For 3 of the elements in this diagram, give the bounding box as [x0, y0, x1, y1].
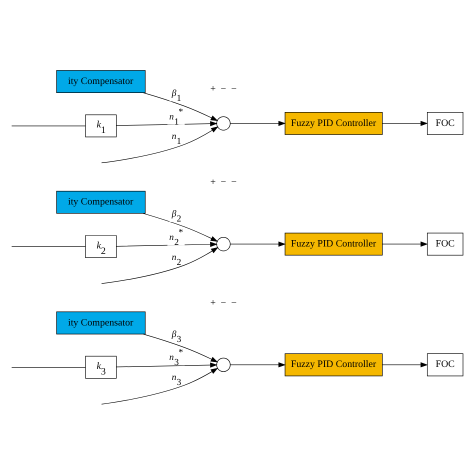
node-label: + − −	[210, 297, 237, 308]
node-label: + − −	[210, 176, 237, 188]
node-label: + − −	[210, 82, 237, 94]
